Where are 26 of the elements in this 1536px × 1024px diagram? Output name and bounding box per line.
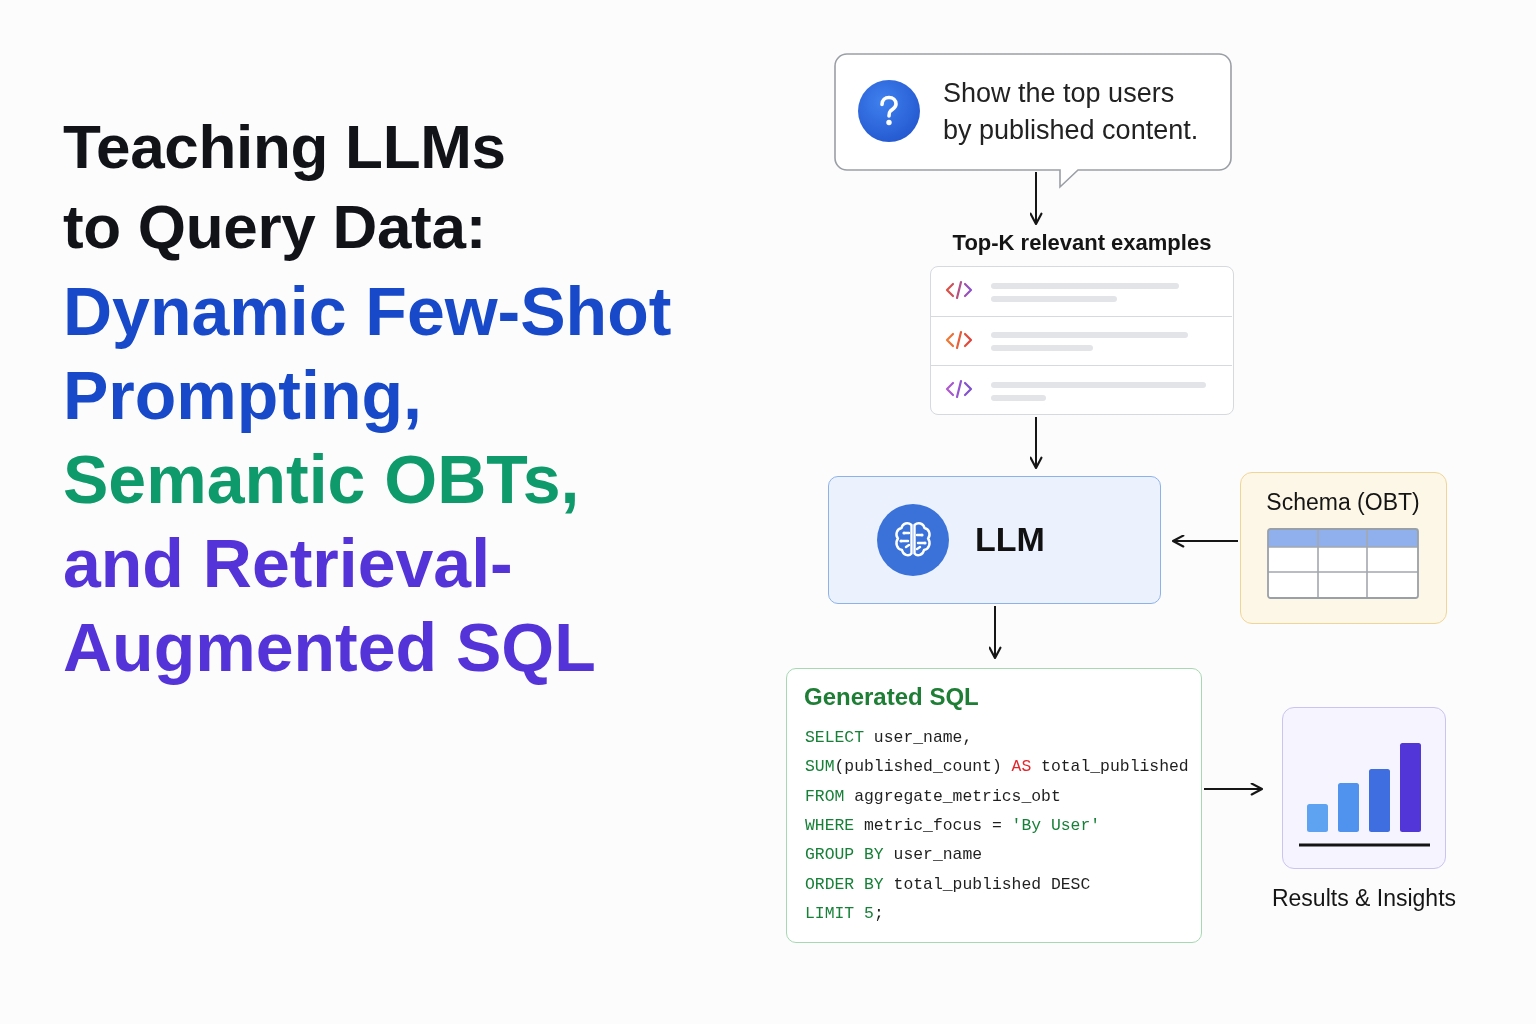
- code-line: SUM(published_count) AS total_published: [805, 756, 1189, 779]
- node-label: Results & Insights: [1270, 884, 1458, 913]
- arrow: [1203, 782, 1264, 796]
- llm-box: [828, 476, 1161, 604]
- code-line: WHERE metric_focus = 'By User': [805, 814, 1101, 837]
- code-line: SELECT user_name,: [805, 727, 973, 749]
- arrow: [1171, 534, 1239, 548]
- subtitle: Dynamic Few-Shot Prompting,: [63, 272, 673, 435]
- title: Teaching LLMs to Query Data:: [63, 111, 507, 263]
- node-label: LLM: [975, 519, 1045, 559]
- code-box: [786, 668, 1202, 943]
- arrow: [1029, 416, 1043, 470]
- subtitle: Semantic OBTs,: [63, 440, 581, 519]
- speech-bubble: [834, 53, 1232, 190]
- subtitle: and Retrieval-Augmented SQL: [63, 524, 597, 687]
- node-label: Schema (OBT): [1265, 488, 1421, 517]
- list-heading: Top-K relevant examples: [951, 229, 1213, 257]
- code-heading: Generated SQL: [804, 682, 979, 712]
- arrow: [988, 605, 1002, 660]
- code-line: ORDER BY total_published DESC: [805, 873, 1091, 896]
- schema-box: [1240, 472, 1447, 624]
- code-line: LIMIT 5;: [805, 902, 884, 925]
- code-line: GROUP BY user_name: [805, 844, 983, 867]
- code-line: FROM aggregate_metrics_obt: [805, 785, 1061, 808]
- question-text: Show the top users by published content.: [943, 77, 1200, 147]
- arrow: [1029, 171, 1043, 226]
